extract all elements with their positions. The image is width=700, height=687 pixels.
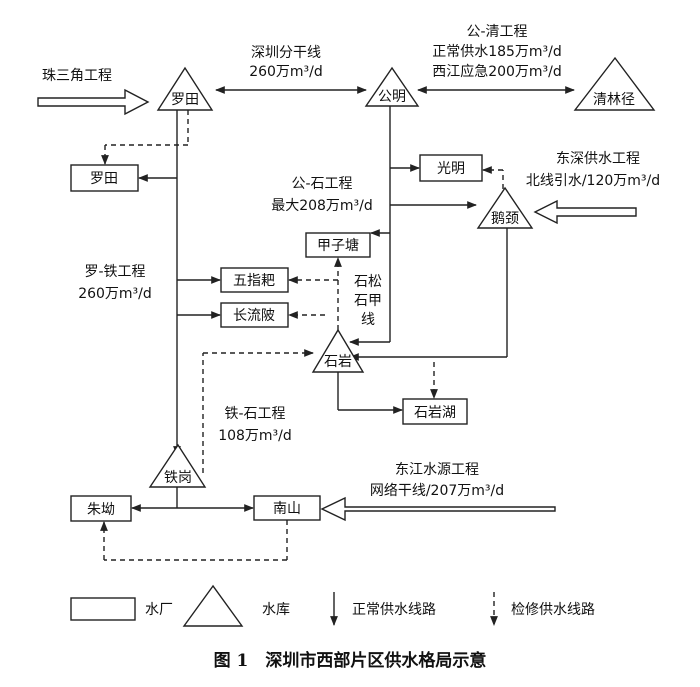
label-tieshi: 铁-石工程	[224, 406, 285, 422]
label-zhusanjiao: 珠三角工程	[42, 68, 112, 84]
svg-text:光明: 光明	[437, 161, 465, 177]
reservoir-qinglinjing: 清林径	[573, 56, 656, 111]
svg-text:甲子塘: 甲子塘	[317, 238, 359, 254]
plant-shiyanhu: 石岩湖	[402, 398, 468, 425]
label-shenzhen-branch: 深圳分干线	[251, 45, 321, 61]
label-dongjiang: 东江水源工程	[395, 462, 479, 478]
svg-text:铁岗: 铁岗	[164, 470, 192, 486]
plant-guangming: 光明	[419, 154, 483, 182]
label-luotie-flow: 260万m³/d	[78, 286, 152, 302]
legend-maintenance-label: 检修供水线路	[511, 602, 595, 618]
plant-changliupi: 长流陂	[220, 302, 289, 328]
label-tieshi-flow: 108万m³/d	[218, 428, 292, 444]
dongshen-input-arrow	[533, 199, 637, 225]
label-dongshen: 东深供水工程	[556, 151, 640, 167]
legend-reservoir-symbol	[182, 584, 244, 627]
legend-reservoir-label: 水库	[262, 602, 290, 618]
label-gongqing: 公-清工程	[466, 24, 527, 40]
figure-caption: 图 1 深圳市西部片区供水格局示意	[214, 650, 487, 671]
label-shisong-1: 石松	[354, 274, 382, 290]
label-gongqing-normal: 正常供水185万m³/d	[432, 44, 562, 60]
reservoir-quejing: 鹅颈	[476, 186, 534, 229]
svg-text:鹅颈: 鹅颈	[491, 210, 519, 227]
legend: 水厂 水库 正常供水线路 检修供水线路	[70, 584, 595, 627]
dongjiang-input-arrow	[320, 496, 556, 522]
svg-text:南山: 南山	[273, 501, 301, 517]
svg-text:长流陂: 长流陂	[233, 308, 275, 324]
svg-text:公明: 公明	[378, 89, 406, 105]
label-dongjiang-flow: 网络干线/207万m³/d	[370, 483, 504, 499]
plant-wuzhipa: 五指耙	[220, 267, 289, 293]
label-shisong-3: 线	[361, 312, 375, 328]
label-gongqing-emergency: 西江应急200万m³/d	[432, 63, 562, 80]
plant-luotian: 罗田	[70, 164, 139, 192]
svg-text:朱坳: 朱坳	[87, 502, 115, 518]
svg-text:罗田: 罗田	[90, 171, 118, 187]
reservoir-tiegang: 铁岗	[148, 443, 207, 488]
label-dongshen-flow: 北线引水/120万m³/d	[526, 173, 660, 189]
svg-text:清林径: 清林径	[593, 92, 635, 108]
plant-nanshan: 南山	[253, 495, 321, 521]
svg-text:石岩湖: 石岩湖	[414, 405, 456, 421]
plant-zhuao: 朱坳	[70, 495, 132, 522]
label-shisong-2: 石甲	[354, 293, 382, 309]
reservoir-luotian: 罗田	[156, 66, 214, 111]
label-luotie: 罗-铁工程	[84, 264, 145, 280]
zhusanjiao-input-arrow	[37, 88, 150, 116]
svg-text:石岩: 石岩	[324, 354, 352, 370]
legend-plant-symbol	[70, 597, 136, 621]
svg-text:罗田: 罗田	[171, 92, 199, 108]
reservoir-shiyan: 石岩	[311, 328, 365, 373]
legend-normal-label: 正常供水线路	[352, 602, 436, 618]
plant-jiazitang: 甲子塘	[305, 232, 371, 258]
label-shenzhen-branch-flow: 260万m³/d	[249, 64, 323, 80]
label-gongshi: 公-石工程	[291, 176, 352, 192]
reservoir-gongming: 公明	[364, 66, 420, 107]
label-gongshi-flow: 最大208万m³/d	[271, 198, 373, 214]
svg-text:五指耙: 五指耙	[233, 273, 275, 289]
legend-plant-label: 水厂	[145, 602, 173, 618]
